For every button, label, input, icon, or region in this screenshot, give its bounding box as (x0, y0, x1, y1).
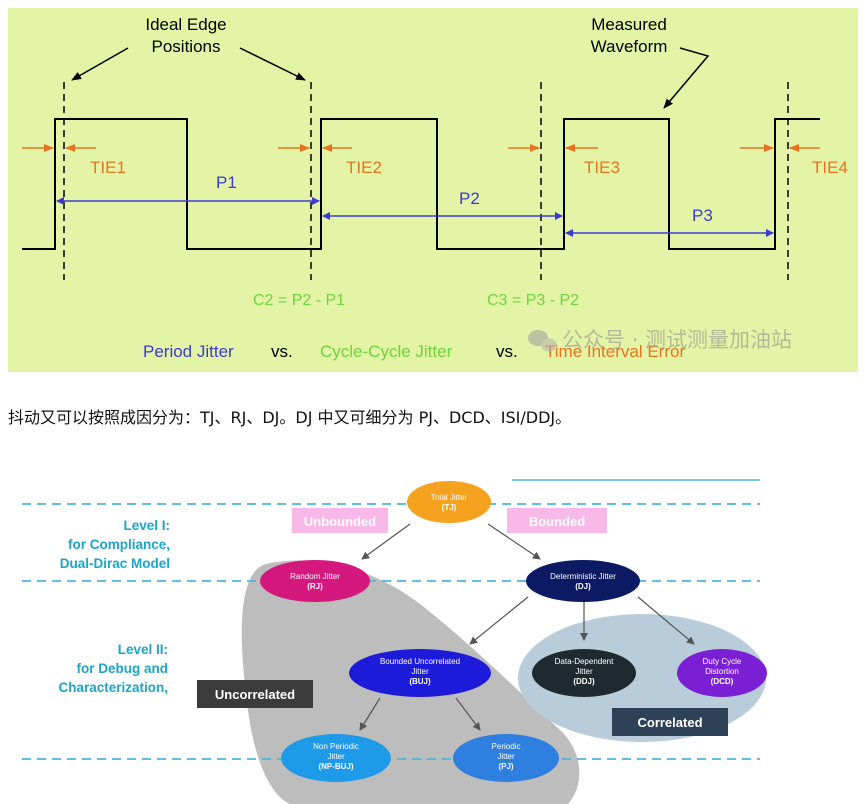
node-pj: Periodic Jitter (PJ) (453, 734, 559, 782)
node-npbuj-line2: Jitter (327, 752, 345, 761)
bounded-text: Bounded (529, 514, 585, 529)
level-1-label: Level I: for Compliance, Dual-Dirac Mode… (60, 518, 170, 571)
legend-vs-1: vs. (271, 342, 293, 361)
node-dcd-line3: (DCD) (711, 677, 734, 686)
node-buj-line3: (BUJ) (409, 677, 431, 686)
node-npbuj-line1: Non Periodic (313, 742, 359, 751)
node-rj-line2: (RJ) (307, 582, 323, 591)
level-1-line3: Dual-Dirac Model (60, 556, 170, 571)
node-pj-line1: Periodic (492, 742, 521, 751)
level-1-line2: for Compliance, (68, 537, 170, 552)
level-2-label: Level II: for Debug and Characterization… (58, 642, 168, 695)
p1-label: P1 (216, 173, 237, 192)
measured-waveform-label-line1: Measured (591, 15, 667, 34)
bounded-badge (507, 508, 607, 533)
tie2-label: TIE2 (346, 158, 382, 177)
node-buj: Bounded Uncorrelated Jitter (BUJ) (349, 649, 491, 697)
watermark-text: 公众号 · 测试测量加油站 (562, 328, 792, 352)
node-npbuj-line3: (NP-BUJ) (318, 762, 353, 771)
node-rj-line1: Random Jitter (290, 572, 340, 581)
p3-label: P3 (692, 206, 713, 225)
unbounded-text: Unbounded (304, 514, 376, 529)
node-dcd-line2: Distortion (705, 667, 739, 676)
node-buj-line1: Bounded Uncorrelated (380, 657, 460, 666)
legend-vs-2: vs. (496, 342, 518, 361)
watermark: 公众号 · 测试测量加油站 (528, 328, 792, 352)
tie1-label: TIE1 (90, 158, 126, 177)
correlated-box (612, 708, 728, 736)
wechat-icon (528, 330, 557, 352)
jitter-timing-diagram: Ideal Edge Positions Measured Waveform T… (8, 8, 858, 372)
level-2-line3: Characterization, (58, 680, 168, 695)
node-dj-line1: Deterministic Jitter (550, 572, 616, 581)
c2-formula: C2 = P2 - P1 (253, 292, 345, 309)
node-pj-line2: Jitter (497, 752, 515, 761)
node-ddj-line1: Data-Dependent (555, 657, 614, 666)
node-ddj-line2: Jitter (575, 667, 593, 676)
legend-cycle-cycle-jitter: Cycle-Cycle Jitter (320, 342, 453, 361)
node-buj-line2: Jitter (411, 667, 429, 676)
unbounded-badge (292, 508, 388, 533)
uncorrelated-box (197, 680, 313, 708)
ideal-edge-pointer-left (71, 47, 129, 81)
c3-formula: C3 = P3 - P2 (487, 292, 579, 309)
measured-waveform-label-line2: Waveform (591, 37, 668, 56)
connector-arrows (359, 523, 695, 731)
node-tj-line2: (TJ) (442, 503, 457, 512)
node-pj-line3: (PJ) (498, 762, 513, 771)
p2-label: P2 (459, 189, 480, 208)
period-arrows (56, 197, 774, 237)
tie4-label: TIE4 (812, 158, 848, 177)
jitter-decomposition-diagram: Level I: for Compliance, Dual-Dirac Mode… (22, 479, 767, 804)
node-dcd-line1: Duty Cycle (703, 657, 742, 666)
caption-text: 抖动又可以按照成因分为：TJ、RJ、DJ。DJ 中又可细分为 PJ、DCD、IS… (8, 408, 572, 427)
measured-waveform-pointer (663, 47, 710, 109)
node-npbuj: Non Periodic Jitter (NP-BUJ) (281, 734, 391, 782)
node-ddj: Data-Dependent Jitter (DDJ) (532, 649, 636, 697)
node-rj: Random Jitter (RJ) (260, 560, 370, 602)
ideal-edge-lines (63, 82, 789, 280)
ideal-edge-pointer-right (239, 47, 306, 81)
node-dj-line2: (DJ) (575, 582, 591, 591)
top-figure-background (8, 8, 858, 372)
node-tj: Total Jitter (TJ) (407, 481, 491, 523)
uncorrelated-text: Uncorrelated (215, 687, 295, 702)
level-2-line2: for Debug and (77, 661, 169, 676)
correlated-text: Correlated (637, 715, 702, 730)
node-tj-line1: Total Jitter (431, 493, 468, 502)
node-dcd: Duty Cycle Distortion (DCD) (677, 649, 767, 697)
tie3-label: TIE3 (584, 158, 620, 177)
legend-period-jitter: Period Jitter (143, 342, 234, 361)
ideal-edge-label-line1: Ideal Edge (145, 15, 226, 34)
ideal-edge-label-line2: Positions (152, 37, 221, 56)
measured-waveform (22, 118, 820, 250)
level-1-line1: Level I: (123, 518, 170, 533)
node-dj: Deterministic Jitter (DJ) (526, 560, 640, 602)
level-2-line1: Level II: (118, 642, 168, 657)
node-ddj-line3: (DDJ) (573, 677, 595, 686)
legend-time-interval-error: Time Interval Error (545, 342, 685, 361)
